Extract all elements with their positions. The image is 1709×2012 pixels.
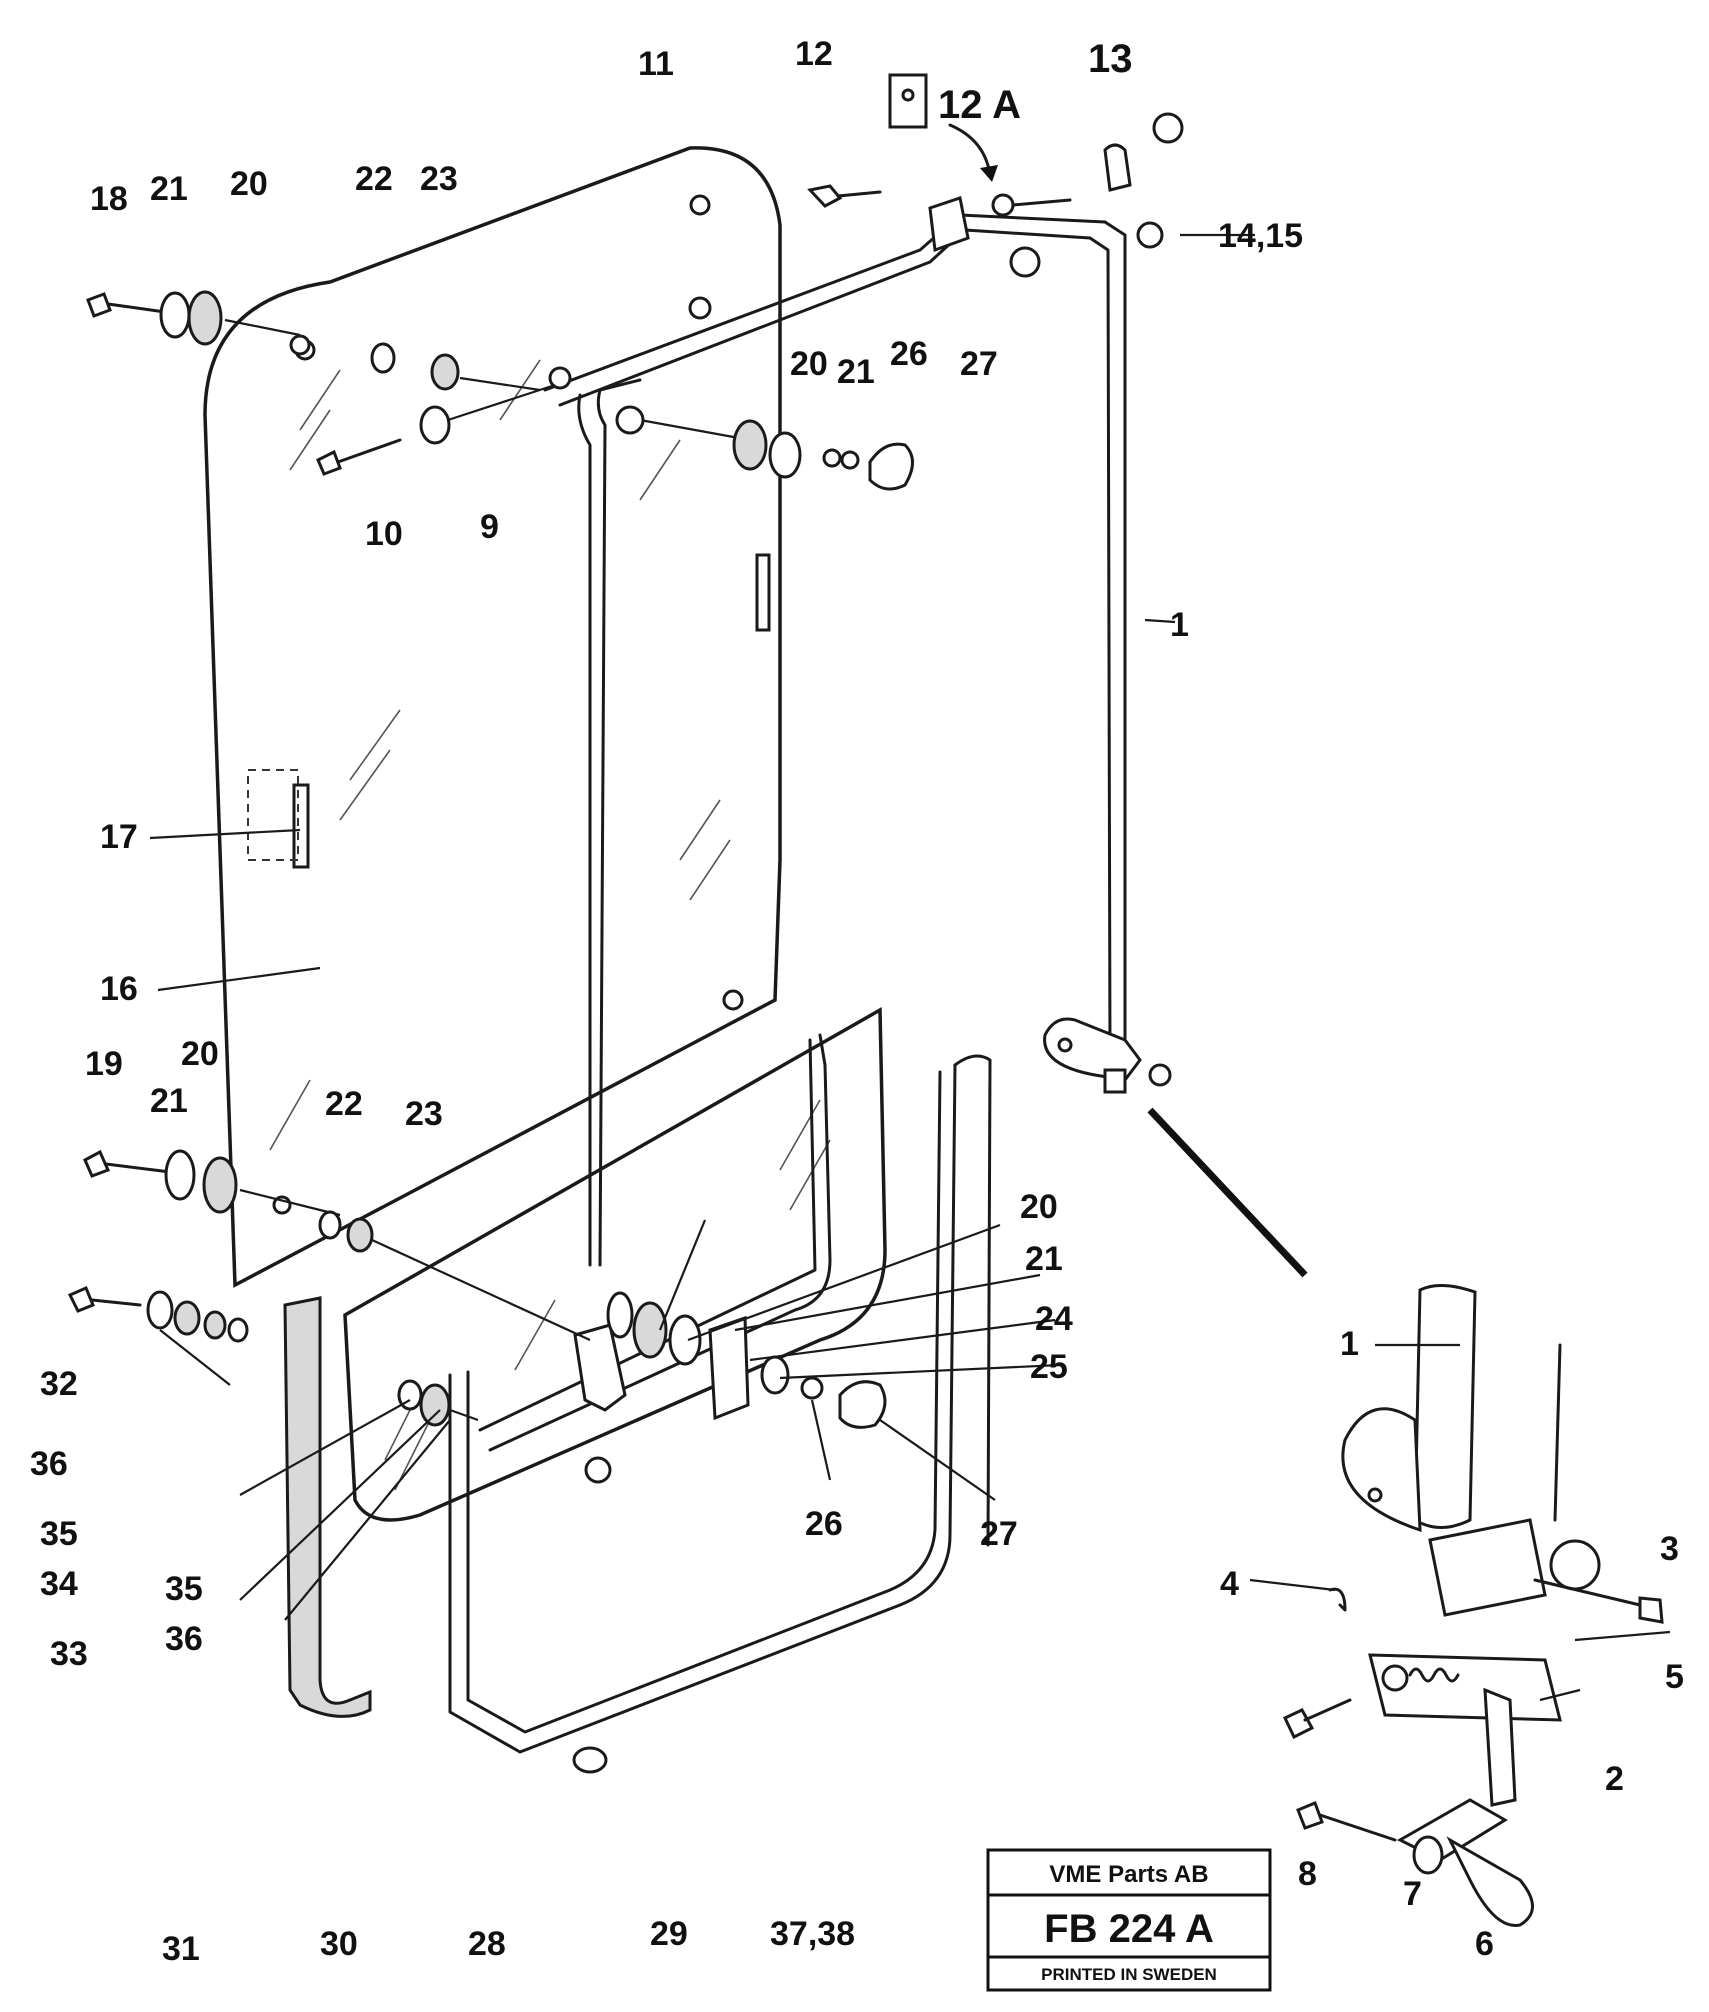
callout-leaders [149,233,1671,1702]
title-block-printed: PRINTED IN SWEDEN [1041,1965,1217,1984]
callout-29: 29 [650,1915,688,1953]
callout-25: 25 [1030,1348,1068,1386]
rubber-seal-strip [283,1296,372,1718]
callout-3: 3 [1660,1530,1679,1568]
title-block: VME Parts AB FB 224 A PRINTED IN SWEDEN [986,1848,1272,1992]
hardware-top-right [615,73,1184,491]
callout-20-d: 20 [1020,1188,1058,1226]
callout-23-a: 23 [420,160,458,198]
callout-36-a: 36 [30,1445,68,1483]
callout-23-b: 23 [405,1095,443,1133]
callout-36-b: 36 [165,1620,203,1658]
callout-14-15: 14,15 [1218,217,1303,255]
hardware-top-left [86,290,556,476]
glass-stop-17 [292,783,310,869]
window-frame [448,1033,992,1754]
callout-6: 6 [1475,1925,1494,1963]
hardware-bottom-left [67,1149,612,1774]
callout-37-38: 37,38 [770,1915,855,1953]
callout-20-a: 20 [230,165,268,203]
callout-1-upper: 1 [1170,606,1189,644]
top-hinge-bar [543,196,1107,1412]
callout-34: 34 [40,1565,78,1603]
callout-27-b: 27 [980,1515,1018,1553]
callout-24: 24 [1035,1300,1073,1338]
callout-8: 8 [1298,1855,1317,1893]
callout-5: 5 [1665,1658,1684,1696]
callout-21-c: 21 [837,353,875,391]
latch-detail [1283,1284,1664,1927]
callout-27-a: 27 [960,345,998,383]
callout-12: 12 [795,35,833,73]
callout-20-c: 20 [790,345,828,383]
operating-rod [1043,220,1308,1278]
callout-20-b: 20 [181,1035,219,1073]
callout-21-d: 21 [1025,1240,1063,1278]
callout-12a: 12 A [938,83,1021,127]
callout-11: 11 [638,45,674,83]
callout-22-b: 22 [325,1085,363,1123]
callout-32: 32 [40,1365,78,1403]
callout-16: 16 [100,970,138,1008]
callout-22-a: 22 [355,160,393,198]
callout-9: 9 [480,508,499,546]
callout-10: 10 [365,515,403,553]
callout-33: 33 [50,1635,88,1673]
callout-13: 13 [1088,37,1133,81]
bracket-24 [708,1315,750,1421]
callout-31: 31 [162,1930,200,1968]
callout-30: 30 [320,1925,358,1963]
callout-35-b: 35 [165,1570,203,1608]
callout-17: 17 [100,818,138,856]
callout-26-b: 26 [805,1505,843,1543]
title-block-code: FB 224 A [1044,1907,1214,1951]
callout-19: 19 [85,1045,123,1083]
callout-labels: 1 1 2 3 4 5 6 7 8 9 10 11 12 12 A 13 14,… [30,35,1684,1968]
callout-26-a: 26 [890,335,928,373]
callout-2: 2 [1605,1760,1624,1798]
title-block-company: VME Parts AB [1049,1861,1208,1888]
callout-7: 7 [1403,1875,1422,1913]
callout-1-lower: 1 [1340,1325,1359,1363]
callout-28: 28 [468,1925,506,1963]
callout-18: 18 [90,180,128,218]
hardware-bottom-right [606,1291,887,1429]
callout-21-b: 21 [150,1082,188,1120]
callout-21-a: 21 [150,170,188,208]
callout-35-a: 35 [40,1515,78,1553]
callout-4: 4 [1220,1565,1239,1603]
